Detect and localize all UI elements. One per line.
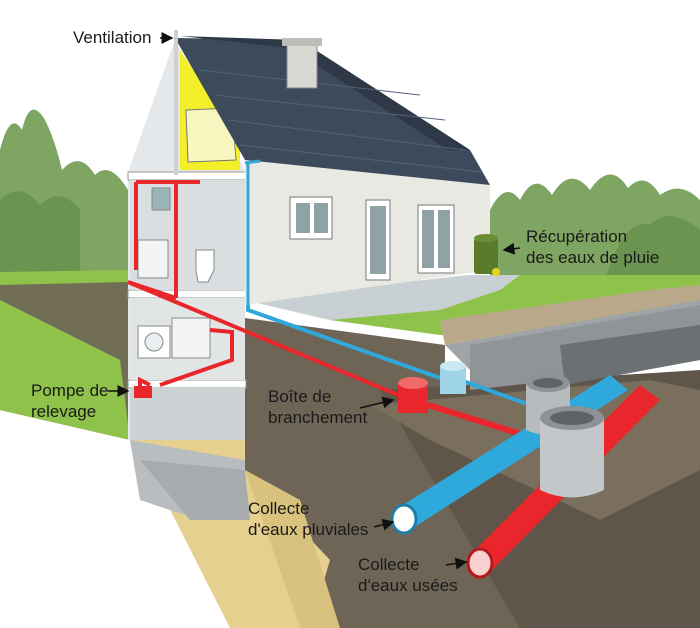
label-rainwater-collection: Collecte d'eaux pluviales bbox=[248, 499, 369, 539]
label-rainwater-recovery: Récupération des eaux de pluie bbox=[526, 227, 660, 267]
rain-tank bbox=[474, 234, 500, 276]
background-trees bbox=[0, 109, 700, 300]
label-lift-pump: Pompe de relevage bbox=[31, 381, 109, 421]
label-arrows bbox=[108, 32, 521, 570]
manholes bbox=[526, 374, 604, 498]
pump-box bbox=[134, 386, 152, 398]
road bbox=[440, 285, 700, 390]
wastewater-plumbing bbox=[127, 180, 411, 402]
rainwater-line bbox=[246, 305, 441, 380]
house-cutaway bbox=[127, 40, 247, 440]
label-connection-box: Boîte de branchement bbox=[268, 387, 368, 427]
house-body bbox=[175, 36, 490, 305]
label-ventilation: Ventilation bbox=[73, 28, 152, 47]
label-wastewater-collection: Collecte d'eaux usées bbox=[358, 555, 458, 595]
